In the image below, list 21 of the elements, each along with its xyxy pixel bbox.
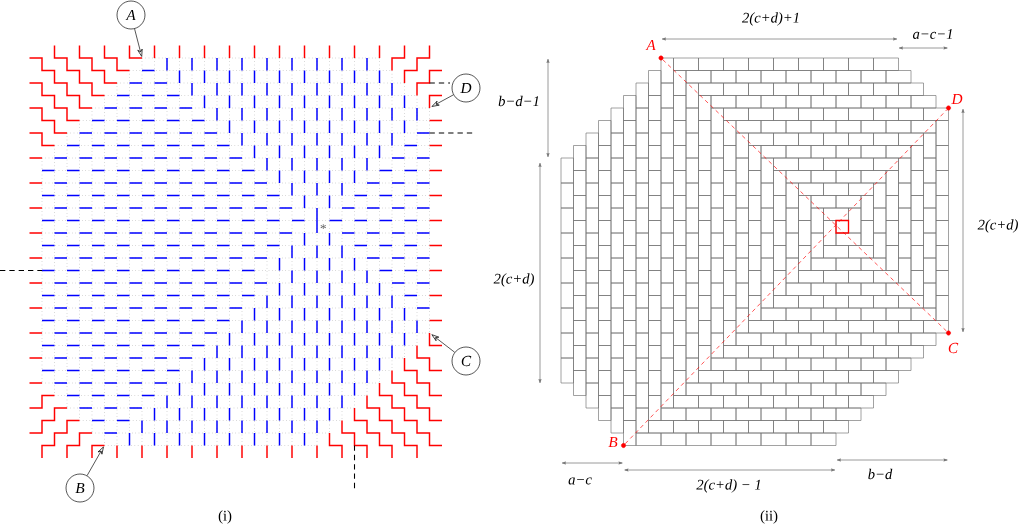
panel-caption: (i) <box>218 510 232 524</box>
dimension-label: a−c <box>568 477 592 485</box>
arrow <box>431 94 454 107</box>
arrow <box>86 446 104 476</box>
connector-line <box>624 109 948 445</box>
dimension-label: a−c−1 <box>912 29 952 39</box>
connector-line <box>662 59 948 332</box>
arrow <box>431 334 455 353</box>
dimension-label: b−d <box>868 468 893 480</box>
point-label: B <box>608 436 618 448</box>
dimension-label: 2(c+d) <box>493 273 534 287</box>
point-label: C <box>948 342 959 354</box>
dimension-label: 2(c+d)+1 <box>741 12 799 26</box>
arrow <box>134 28 143 57</box>
dimension-label: 2(c+d) <box>977 219 1018 233</box>
dimension-label: 2(c+d) − 1 <box>696 479 761 493</box>
asterisk: * <box>320 224 326 229</box>
point-label: A <box>645 39 656 51</box>
dimension-label: b−d−1 <box>498 95 539 107</box>
point-label: D <box>951 93 963 105</box>
panel-caption: (ii) <box>760 510 778 524</box>
